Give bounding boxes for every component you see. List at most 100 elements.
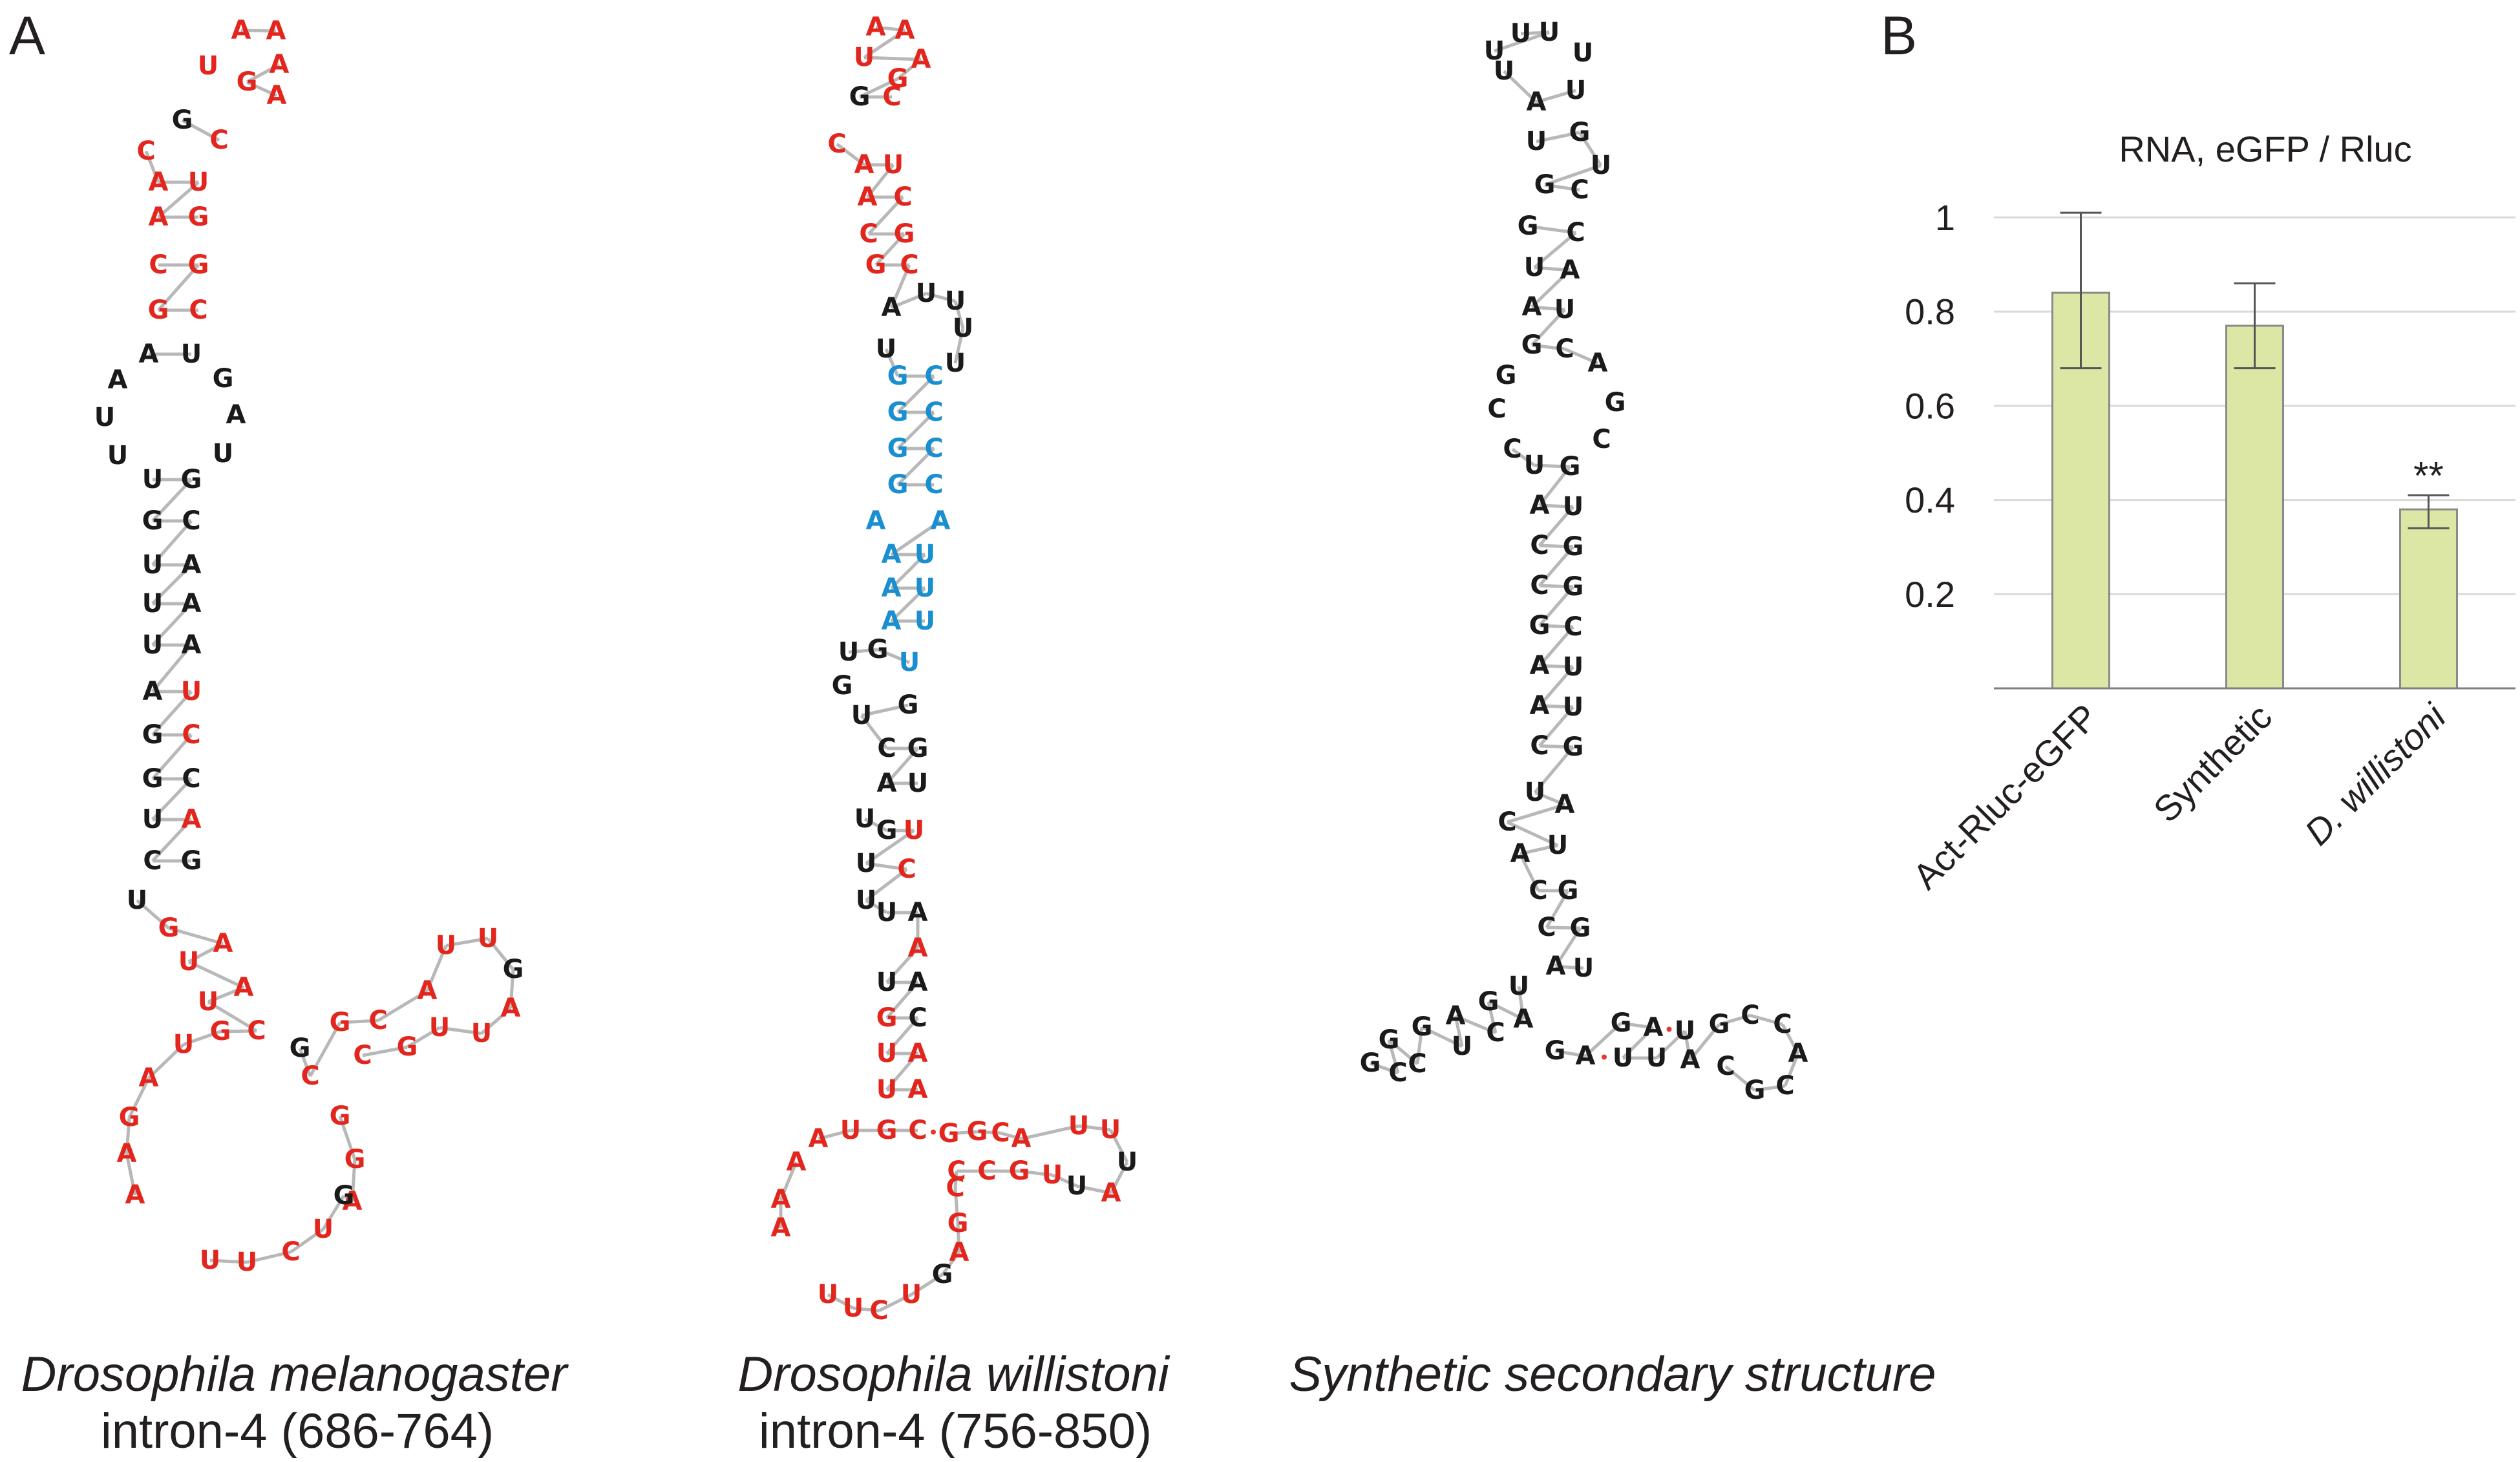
backbone-segment [878, 1293, 913, 1313]
backbone-segment [1388, 1039, 1419, 1065]
nucleotide: C [924, 397, 943, 427]
nucleotide: U [1573, 953, 1594, 983]
backbone-segment [1620, 1021, 1654, 1030]
nucleotide: U [1565, 76, 1586, 105]
nucleotide: U [94, 403, 115, 432]
nucleotide: U [429, 1013, 450, 1043]
backbone-segment [1370, 1061, 1399, 1075]
backbone-segment [1506, 820, 1559, 847]
nucleotide: U [1509, 971, 1529, 1001]
backbone-segment [1527, 224, 1576, 235]
nucleotide: A [771, 1213, 791, 1243]
nucleotide: A [854, 150, 874, 180]
nucleotide: U [107, 441, 128, 471]
backbone-segment [1538, 586, 1574, 627]
nucleotide: A [234, 973, 254, 1002]
nucleotide: G [887, 470, 909, 500]
backbone-segment [151, 778, 193, 821]
nucleotide: A [1101, 1178, 1121, 1208]
nucleotide: C [1563, 612, 1582, 642]
nucleotide: U [1563, 652, 1583, 682]
nucleotide: A [1576, 1041, 1596, 1071]
backbone-segment [863, 56, 922, 61]
backbone-segment [181, 118, 220, 142]
backbone-segment [977, 1130, 1001, 1135]
backbone-segment [1530, 308, 1566, 346]
nucleotide: U [856, 885, 876, 915]
nucleotide: C [897, 854, 916, 884]
backbone-segment [885, 747, 919, 785]
nucleotide: C [1773, 1010, 1792, 1039]
backbone-segment [1544, 164, 1602, 187]
nucleotide: U [478, 924, 498, 953]
backbone-segment [860, 714, 888, 750]
backbone-segment [246, 1250, 291, 1264]
nucleotide: G [1521, 330, 1543, 360]
backbone-segment [509, 969, 515, 1009]
nucleotide: G [119, 1103, 140, 1132]
backbone-segment [151, 478, 193, 522]
nucleotide: A [267, 81, 287, 111]
backbone-segment [1783, 1053, 1800, 1086]
nucleotide: A [149, 167, 169, 197]
nucleotide: U [181, 677, 202, 706]
backbone-segment [1750, 1013, 1783, 1026]
nucleotide: C [893, 182, 912, 212]
backbone-segment [147, 1043, 185, 1079]
nucleotide: U [142, 805, 163, 834]
backbone-segment [861, 703, 909, 717]
nucleotide: A [931, 506, 951, 536]
backbone-segment [125, 1153, 137, 1196]
backbone-segment [948, 1130, 978, 1136]
nucleotide: G [887, 434, 909, 463]
backbone-segment [207, 1000, 258, 1033]
backbone-segment [848, 648, 878, 654]
backbone-segment [1076, 1184, 1112, 1195]
nucleotide: U [1539, 17, 1560, 47]
nucleotide: G [1412, 1012, 1433, 1042]
bar [2225, 324, 2284, 690]
backbone-segment [1533, 231, 1577, 269]
backbone-segment [1387, 1039, 1400, 1074]
backbone-segment [151, 734, 193, 780]
nucleotide: A [882, 293, 902, 323]
panel-label-a: A [9, 5, 45, 66]
backbone-segment [1689, 1023, 1721, 1061]
nucleotide: U [854, 43, 874, 72]
backbone-segment [377, 989, 429, 1022]
nucleotide: U [953, 313, 973, 343]
nucleotide: U [471, 1019, 492, 1048]
backbone-segment [240, 28, 277, 33]
nucleotide: C [1537, 913, 1556, 942]
nucleotide: G [172, 105, 193, 135]
backbone-segment [1415, 1026, 1424, 1065]
nucleotide: U [173, 1030, 194, 1059]
nucleotide: C [946, 1173, 964, 1203]
nucleotide: G [887, 397, 909, 427]
backbone-segment [157, 181, 200, 218]
nucleotide: G [1518, 211, 1539, 241]
nucleotide: U [142, 589, 163, 619]
backbone-segment [1530, 269, 1571, 308]
nucleotide: A [787, 1147, 807, 1177]
backbone-segment [1538, 465, 1571, 507]
backbone-segment [1539, 584, 1574, 589]
backbone-segment [207, 986, 244, 1004]
nucleotide: G [907, 734, 929, 763]
nucleotide: G [1563, 532, 1584, 562]
nucleotide: A [182, 589, 202, 619]
nucleotide: C [368, 1006, 387, 1035]
backbone-segment [896, 58, 922, 80]
nucleotide: G [887, 361, 909, 391]
nucleotide: C [877, 734, 896, 763]
nucleotide: G [1545, 1036, 1566, 1066]
nucleotide: U [1042, 1160, 1063, 1190]
nucleotide: G [932, 1260, 953, 1289]
backbone-segment [1539, 744, 1574, 749]
nucleotide: G [1560, 452, 1581, 482]
backbone-segment [865, 898, 888, 915]
backbone-segment [865, 829, 915, 865]
nucleotide: U [876, 968, 897, 997]
backbone-segment [1517, 986, 1525, 1020]
